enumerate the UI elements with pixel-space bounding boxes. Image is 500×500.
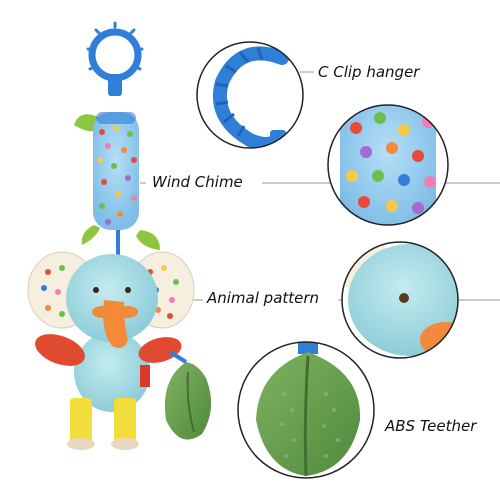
label-animal-pattern: Animal pattern xyxy=(207,289,320,307)
c-clip-hanger-icon xyxy=(86,21,144,96)
label-abs-teether: ABS Teether xyxy=(385,417,477,435)
label-wind-chime: Wind Chime xyxy=(152,173,243,191)
leaf-teether-icon xyxy=(164,350,212,440)
detail-abs-teether xyxy=(237,341,375,479)
label-clip-hanger: C Clip hanger xyxy=(318,63,420,81)
elephant-toy-icon xyxy=(27,251,195,450)
detail-animal-pattern xyxy=(341,241,459,359)
polka-dots xyxy=(97,125,137,225)
detail-clip-hanger xyxy=(196,41,304,149)
detail-wind-chime xyxy=(327,104,449,226)
wind-chime-icon xyxy=(74,21,160,258)
